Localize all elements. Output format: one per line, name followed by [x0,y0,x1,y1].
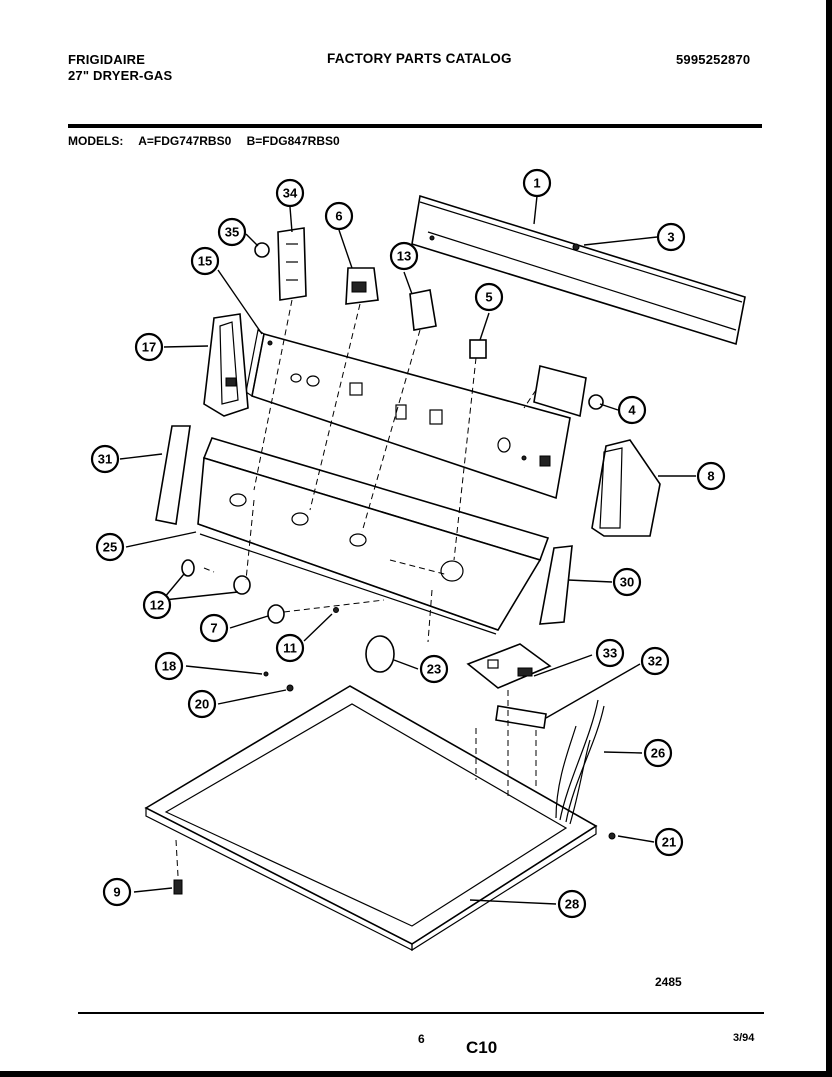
callout-13: 13 [389,241,419,271]
callout-number: 30 [620,575,634,590]
callout-number: 20 [195,697,209,712]
callout-9: 9 [102,877,132,907]
catalog-title: FACTORY PARTS CATALOG [327,51,512,66]
callout-18: 18 [154,651,184,681]
callout-number: 33 [603,646,617,661]
callout-number: 9 [113,885,120,900]
part-switch-5 [469,339,487,359]
part-bracket-32 [495,705,547,729]
callout-number: 18 [162,659,176,674]
part-screw-20 [286,684,294,692]
part-harness-26 [555,699,605,825]
callout-number: 12 [150,598,164,613]
callout-number: 31 [98,452,112,467]
callout-35: 35 [217,217,247,247]
callout-25: 25 [95,532,125,562]
part-front-console [197,437,550,635]
part-right-trim [539,545,573,625]
callout-34: 34 [275,178,305,208]
part-knob-12a [181,559,195,577]
callout-20: 20 [187,689,217,719]
callout-number: 21 [662,835,676,850]
part-left-trim [155,425,191,525]
models-line: MODELS: A=FDG747RBS0 B=FDG847RBS0 [68,134,352,148]
callout-30: 30 [612,567,642,597]
callout-number: 6 [335,209,342,224]
callout-5: 5 [474,282,504,312]
callout-number: 25 [103,540,117,555]
callout-8: 8 [696,461,726,491]
callout-number: 8 [707,469,714,484]
header-brand-block: FRIGIDAIRE 27" DRYER-GAS [68,52,172,84]
callout-6: 6 [324,201,354,231]
callout-32: 32 [640,646,670,676]
part-clip-11 [333,607,339,613]
callout-3: 3 [656,222,686,252]
part-buzzer-4 [533,365,604,418]
callout-number: 28 [565,897,579,912]
header-rule [68,124,762,128]
part-knob-23 [365,635,395,673]
callout-33: 33 [595,638,625,668]
model-a: A=FDG747RBS0 [138,134,232,148]
callout-23: 23 [419,654,449,684]
publication-date: 3/94 [733,1032,755,1044]
callout-7: 7 [199,613,229,643]
callout-26: 26 [643,738,673,768]
part-right-end-cap [591,439,661,537]
callout-number: 35 [225,225,239,240]
callout-number: 17 [142,340,156,355]
part-knob-7 [267,604,285,624]
callout-31: 31 [90,444,120,474]
part-hinge-9 [173,879,183,895]
callout-number: 34 [283,186,298,201]
callout-number: 26 [651,746,665,761]
callout-number: 13 [397,249,411,264]
callout-number: 1 [533,176,540,191]
part-board-33 [466,643,552,689]
callout-12: 12 [142,590,172,620]
section-code: C10 [466,1038,498,1057]
part-lamp-35 [254,242,270,258]
diagram-number: 2485 [655,975,682,989]
callout-number: 3 [667,230,674,245]
callout-15: 15 [190,246,220,276]
callout-17: 17 [134,332,164,362]
models-label: MODELS: [68,134,124,148]
part-left-end-cap [203,313,249,417]
part-top-cover [144,685,598,952]
part-screw-18 [263,671,269,677]
scan-edge-bottom [0,1071,832,1077]
part-knob-12b [233,575,251,595]
part-switch-13 [409,289,437,331]
brand-name: FRIGIDAIRE [68,52,146,67]
page-number: 6 [418,1032,425,1046]
callout-11: 11 [275,633,305,663]
footer-rule [78,1012,764,1014]
callout-number: 15 [198,254,212,269]
part-screw-21 [608,832,616,840]
scan-edge-right [826,0,832,1077]
part-timer-6 [345,267,379,305]
callout-number: 5 [485,290,492,305]
product-name: 27" DRYER-GAS [68,68,173,83]
part-switch-34 [277,227,307,301]
callout-number: 32 [648,654,662,669]
assembly-lines [175,299,537,877]
callout-4: 4 [617,395,647,425]
part-rear-panel [411,194,746,346]
callout-number: 4 [628,403,636,418]
callout-1: 1 [522,168,552,198]
callout-28: 28 [557,889,587,919]
part-control-panel [245,329,571,500]
callout-21: 21 [654,827,684,857]
callout-number: 7 [210,621,217,636]
callout-number: 23 [427,662,441,677]
model-b: B=FDG847RBS0 [246,134,340,148]
catalog-number: 5995252870 [676,52,751,67]
leader-lines [119,195,696,905]
callout-number: 11 [283,641,297,656]
